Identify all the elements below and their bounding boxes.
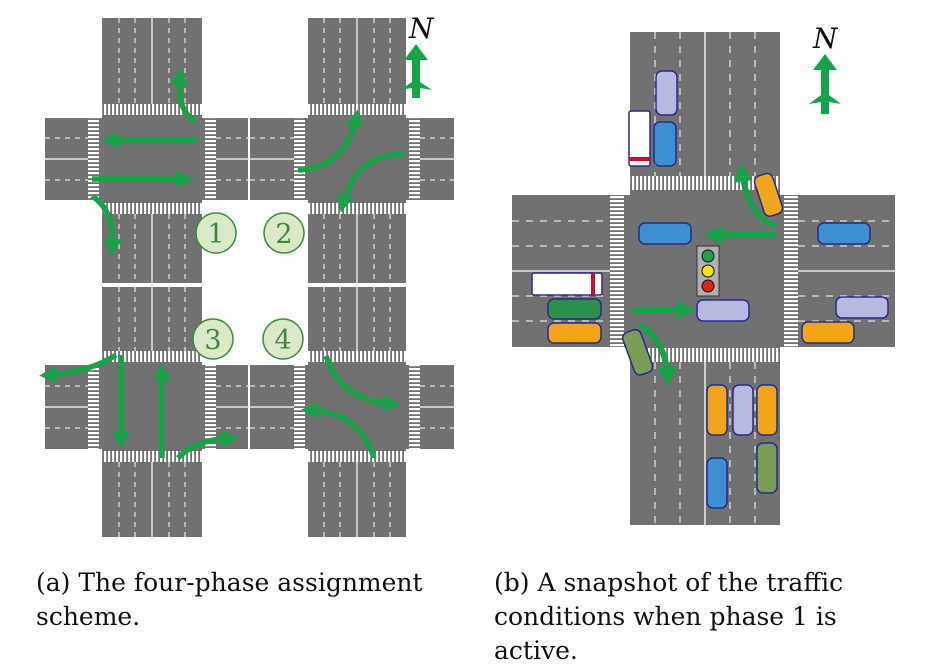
car-icon <box>706 457 728 509</box>
car-icon <box>801 321 855 344</box>
north-arrow-icon <box>400 44 432 98</box>
car-icon <box>756 384 778 436</box>
panel-b-diagram: N <box>512 22 895 525</box>
phase-1-intersection <box>45 18 248 283</box>
phase-circle <box>192 318 234 360</box>
car-icon <box>547 322 602 344</box>
car-icon <box>835 296 889 319</box>
phase-2-intersection <box>250 18 454 283</box>
north-label: N <box>812 22 839 55</box>
phase-1-flow-arrows <box>632 162 778 387</box>
car-icon <box>756 442 778 494</box>
car-icon <box>655 70 678 116</box>
caption-a: (a) The four-phase assignment scheme. <box>36 568 423 631</box>
bus-icon <box>628 110 651 167</box>
north-arrow-icon <box>809 54 841 114</box>
car-icon <box>653 121 677 167</box>
panel-a-diagram: 1 2 3 4 N <box>39 12 454 537</box>
bus-icon <box>531 272 603 296</box>
phase-label-3: 3 <box>192 318 234 360</box>
phase-label-1: 1 <box>195 212 237 254</box>
car-icon <box>732 384 754 436</box>
phase-number: 2 <box>275 219 292 250</box>
figure-canvas: 1 2 3 4 N <box>39 12 895 537</box>
phase-circle <box>262 318 304 360</box>
north-indicator-b: N <box>809 22 841 114</box>
phase-label-4: 4 <box>262 318 304 360</box>
phase-circle <box>195 212 237 254</box>
north-indicator-a: N <box>400 12 435 98</box>
phase-4-intersection <box>250 287 454 537</box>
north-label: N <box>408 12 435 45</box>
phase-number: 3 <box>204 325 221 356</box>
phase-number: 4 <box>274 325 291 356</box>
car-icon <box>706 384 728 436</box>
phase-number: 1 <box>207 219 224 250</box>
vehicles <box>531 70 889 509</box>
phase-circle <box>263 212 305 254</box>
car-icon <box>638 222 692 245</box>
traffic-light-icon <box>696 245 720 297</box>
car-icon <box>621 328 654 376</box>
phase-3-intersection <box>39 287 248 537</box>
caption-b: (b) A snapshot of the traffic conditions… <box>494 568 844 665</box>
car-icon <box>696 299 750 322</box>
car-icon <box>547 298 602 320</box>
phase-label-2: 2 <box>263 212 305 254</box>
car-icon <box>753 172 784 217</box>
car-icon <box>817 222 871 245</box>
